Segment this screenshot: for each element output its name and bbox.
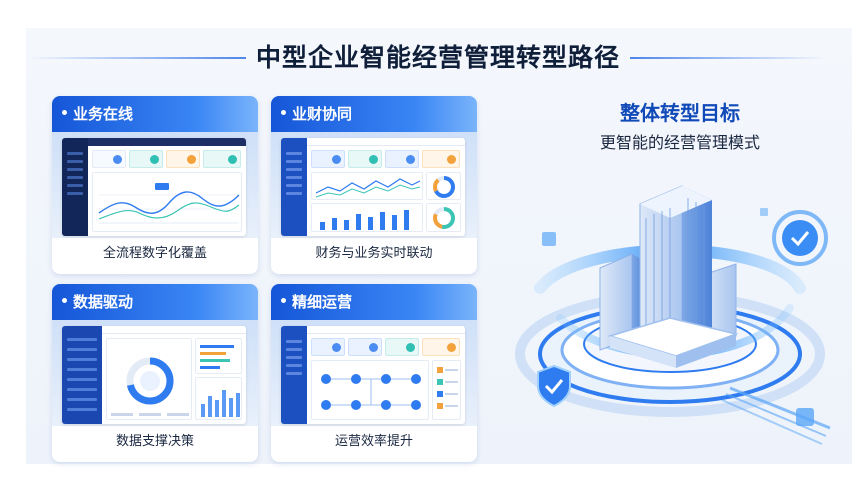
cube-icon	[542, 208, 814, 426]
card-title: 业财协同	[281, 103, 352, 125]
title-row: 中型企业智能经营管理转型路径	[0, 40, 852, 76]
line-chart	[315, 178, 421, 198]
big-donut-chart	[111, 357, 189, 416]
donut-chart	[433, 176, 455, 198]
dashboard-preview	[271, 132, 477, 238]
card-caption: 财务与业务实时联动	[315, 246, 433, 261]
stat-card	[311, 338, 345, 356]
mini-dashboard	[281, 138, 465, 236]
bar-chart	[201, 390, 240, 417]
card-title-text: 业财协同	[292, 105, 353, 123]
card-header: 数据驱动	[52, 284, 258, 320]
mini-dashboard	[281, 326, 465, 424]
card-data-driven: 数据驱动	[52, 284, 258, 462]
dashboard-preview	[52, 320, 258, 426]
title-divider-left	[28, 57, 246, 59]
dashboard-sidebar	[281, 326, 307, 424]
stat-card	[311, 150, 345, 168]
card-business-online: 业务在线	[52, 96, 258, 274]
dashboard-preview	[52, 132, 258, 238]
stat-card	[348, 338, 382, 356]
stat-card	[348, 150, 382, 168]
donut-panel	[106, 338, 192, 420]
goal-title: 整体转型目标	[620, 101, 740, 125]
bar-chart-panel	[195, 377, 242, 420]
dashboard-sidebar	[281, 138, 307, 236]
building-illustration	[500, 158, 852, 464]
process-flow	[321, 374, 421, 410]
card-finance-collab: 业财协同	[271, 96, 477, 274]
mini-dashboard	[62, 138, 246, 236]
card-caption: 运营效率提升	[334, 434, 413, 449]
card-title-text: 业务在线	[73, 105, 134, 123]
card-refined-ops: 精细运营	[271, 284, 477, 462]
card-title: 业务在线	[62, 103, 133, 125]
bar-chart-panel	[311, 203, 423, 232]
task-list	[437, 367, 458, 409]
donut-chart	[433, 207, 455, 229]
stat-card	[166, 150, 200, 168]
page-title: 中型企业智能经营管理转型路径	[255, 43, 620, 72]
line-chart-panel	[92, 172, 242, 232]
donut-panel	[426, 203, 461, 232]
title-divider-right	[630, 57, 826, 59]
card-header: 业财协同	[271, 96, 477, 132]
dashboard-topbar	[102, 326, 246, 334]
building-icon	[515, 185, 831, 445]
stat-card	[422, 338, 460, 356]
goal-subtitle: 更智能的经营管理模式	[599, 133, 760, 152]
donut-panel	[426, 172, 461, 200]
line-chart	[98, 183, 240, 224]
stat-card	[385, 150, 419, 168]
line-chart-panel	[311, 172, 423, 200]
dashboard-sidebar	[62, 138, 88, 236]
dashboard-topbar	[88, 138, 246, 146]
mini-dashboard	[62, 326, 246, 424]
shield-check-icon	[537, 364, 571, 408]
stat-card	[129, 150, 163, 168]
dashboard-preview	[271, 320, 477, 426]
card-header: 精细运营	[271, 284, 477, 320]
card-caption: 数据支撑决策	[115, 434, 194, 449]
dashboard-topbar	[307, 326, 465, 334]
dashboard-topbar	[307, 138, 465, 146]
task-list-panel	[432, 360, 461, 420]
process-flow-panel	[311, 360, 429, 420]
card-header: 业务在线	[52, 96, 258, 132]
stat-card	[92, 150, 126, 168]
list-panel	[195, 338, 242, 374]
stat-card	[203, 150, 241, 168]
card-title: 数据驱动	[62, 291, 133, 313]
stat-card	[422, 150, 460, 168]
bar-chart	[320, 210, 409, 230]
stat-card	[385, 338, 419, 356]
card-title-text: 精细运营	[292, 293, 353, 311]
dashboard-sidebar	[62, 326, 102, 424]
progress-bars	[200, 345, 234, 369]
card-title: 精细运营	[281, 291, 352, 313]
card-caption: 全流程数字化覆盖	[102, 246, 207, 261]
card-title-text: 数据驱动	[73, 293, 134, 311]
